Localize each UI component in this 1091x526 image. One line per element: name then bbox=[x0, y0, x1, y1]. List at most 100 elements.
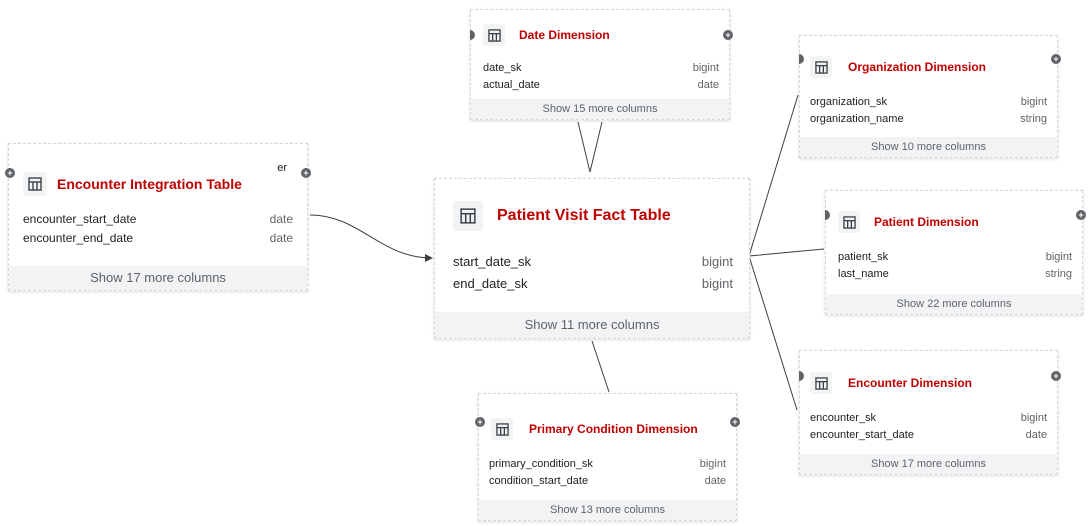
partial-label: er bbox=[277, 162, 287, 174]
column-type: date bbox=[697, 79, 719, 91]
port-left-icon[interactable] bbox=[799, 54, 804, 64]
port-left-icon[interactable] bbox=[799, 371, 804, 381]
column-list: organization_sk bigint organization_name… bbox=[800, 78, 1057, 128]
column-row: primary_condition_sk bigint bbox=[489, 456, 726, 473]
node-title: Organization Dimension bbox=[848, 60, 987, 74]
column-type: bigint bbox=[1045, 251, 1072, 263]
node-title: Encounter Dimension bbox=[848, 376, 973, 390]
column-name: start_date_sk bbox=[453, 254, 532, 269]
port-right-icon[interactable]: + bbox=[1051, 371, 1061, 381]
show-more-columns-button[interactable]: Show 13 more columns bbox=[479, 500, 736, 520]
edge-fact-to-date-dim bbox=[577, 121, 603, 173]
port-right-icon[interactable]: + bbox=[730, 417, 740, 427]
column-type: date bbox=[704, 475, 726, 487]
column-type: string bbox=[1020, 113, 1047, 125]
column-row: end_date_sk bigint bbox=[453, 273, 733, 295]
column-type: bigint bbox=[699, 458, 726, 470]
show-more-columns-button[interactable]: Show 17 more columns bbox=[800, 454, 1057, 474]
column-list: encounter_start_date date encounter_end_… bbox=[9, 196, 307, 248]
column-row: encounter_end_date date bbox=[23, 229, 293, 248]
node-header: Date Dimension bbox=[471, 10, 729, 46]
node-patient-visit-fact-table[interactable]: Patient Visit Fact Table start_date_sk b… bbox=[434, 178, 750, 339]
column-name: primary_condition_sk bbox=[489, 458, 593, 470]
port-right-icon[interactable]: + bbox=[723, 30, 733, 40]
column-type: bigint bbox=[701, 254, 733, 269]
port-right-icon[interactable]: + bbox=[1076, 210, 1086, 220]
port-left-icon[interactable] bbox=[825, 210, 830, 220]
table-icon bbox=[810, 372, 832, 394]
column-name: encounter_start_date bbox=[810, 429, 914, 441]
node-title: Encounter Integration Table bbox=[57, 176, 242, 192]
column-list: patient_sk bigint last_name string bbox=[826, 233, 1082, 283]
node-primary-condition-dimension[interactable]: + + Primary Condition Dimension primary_… bbox=[475, 393, 740, 521]
table-icon bbox=[838, 211, 860, 233]
column-type: date bbox=[269, 212, 293, 226]
column-list: start_date_sk bigint end_date_sk bigint bbox=[435, 231, 749, 295]
port-right-icon[interactable]: + bbox=[301, 168, 311, 178]
show-more-columns-button[interactable]: Show 15 more columns bbox=[471, 99, 729, 119]
node-header: Encounter Dimension bbox=[800, 351, 1057, 394]
node-title: Patient Visit Fact Table bbox=[497, 207, 671, 224]
table-icon bbox=[810, 56, 832, 78]
column-type: bigint bbox=[1020, 412, 1047, 424]
column-row: encounter_sk bigint bbox=[810, 410, 1047, 427]
port-left-icon[interactable]: + bbox=[5, 168, 15, 178]
column-list: date_sk bigint actual_date date bbox=[471, 46, 729, 94]
node-header: Encounter Integration Table bbox=[9, 144, 307, 196]
show-more-columns-button[interactable]: Show 10 more columns bbox=[800, 137, 1057, 157]
column-row: date_sk bigint bbox=[483, 60, 719, 77]
column-type: date bbox=[269, 231, 293, 245]
node-date-dimension[interactable]: + Date Dimension date_sk bigint actual_d… bbox=[470, 9, 733, 120]
column-list: primary_condition_sk bigint condition_st… bbox=[479, 440, 736, 490]
column-row: encounter_start_date date bbox=[23, 210, 293, 229]
show-more-columns-button[interactable]: Show 22 more columns bbox=[826, 294, 1082, 314]
node-encounter-integration-table[interactable]: + + er Encounter Integration Table encou… bbox=[5, 143, 311, 291]
column-name: patient_sk bbox=[838, 251, 889, 263]
port-left-icon[interactable] bbox=[470, 30, 475, 40]
edge-fact-to-patient-dim bbox=[748, 248, 825, 257]
column-name: organization_name bbox=[810, 113, 904, 125]
node-header: Patient Visit Fact Table bbox=[435, 179, 749, 231]
edge-fact-to-primary-condition-dim bbox=[591, 340, 610, 393]
edge-encounter-integration-to-fact bbox=[309, 214, 433, 262]
column-name: encounter_sk bbox=[810, 412, 877, 424]
column-row: actual_date date bbox=[483, 77, 719, 94]
column-name: actual_date bbox=[483, 79, 540, 91]
column-row: organization_name string bbox=[810, 111, 1047, 128]
node-title: Primary Condition Dimension bbox=[529, 422, 698, 436]
column-name: organization_sk bbox=[810, 96, 888, 108]
node-title: Patient Dimension bbox=[874, 215, 979, 229]
table-icon bbox=[453, 201, 483, 231]
column-type: date bbox=[1025, 429, 1047, 441]
column-row: encounter_start_date date bbox=[810, 427, 1047, 444]
edge-fact-to-org-dim bbox=[748, 94, 799, 257]
table-icon bbox=[23, 172, 47, 196]
column-type: bigint bbox=[1020, 96, 1047, 108]
column-name: end_date_sk bbox=[453, 276, 528, 291]
column-row: organization_sk bigint bbox=[810, 94, 1047, 111]
column-row: condition_start_date date bbox=[489, 473, 726, 490]
column-row: patient_sk bigint bbox=[838, 249, 1072, 266]
node-header: Patient Dimension bbox=[826, 191, 1082, 233]
show-more-columns-button[interactable]: Show 11 more columns bbox=[435, 312, 749, 338]
column-name: encounter_start_date bbox=[23, 212, 137, 226]
column-list: encounter_sk bigint encounter_start_date… bbox=[800, 394, 1057, 444]
node-header: Organization Dimension bbox=[800, 36, 1057, 78]
column-type: bigint bbox=[692, 62, 719, 74]
column-type: string bbox=[1045, 268, 1072, 280]
node-organization-dimension[interactable]: + Organization Dimension organization_sk… bbox=[799, 35, 1061, 158]
node-patient-dimension[interactable]: + Patient Dimension patient_sk bigint la… bbox=[825, 190, 1086, 315]
port-left-icon[interactable]: + bbox=[475, 417, 485, 427]
column-row: last_name string bbox=[838, 266, 1072, 283]
table-icon bbox=[491, 418, 513, 440]
column-name: date_sk bbox=[483, 62, 522, 74]
node-title: Date Dimension bbox=[519, 28, 610, 42]
node-encounter-dimension[interactable]: + Encounter Dimension encounter_sk bigin… bbox=[799, 350, 1061, 475]
show-more-columns-button[interactable]: Show 17 more columns bbox=[9, 266, 307, 290]
column-name: condition_start_date bbox=[489, 475, 589, 487]
node-header: Primary Condition Dimension bbox=[479, 394, 736, 440]
edge-fact-to-encounter-dim bbox=[748, 255, 798, 411]
port-right-icon[interactable]: + bbox=[1051, 54, 1061, 64]
column-name: encounter_end_date bbox=[23, 231, 134, 245]
column-type: bigint bbox=[701, 276, 733, 291]
